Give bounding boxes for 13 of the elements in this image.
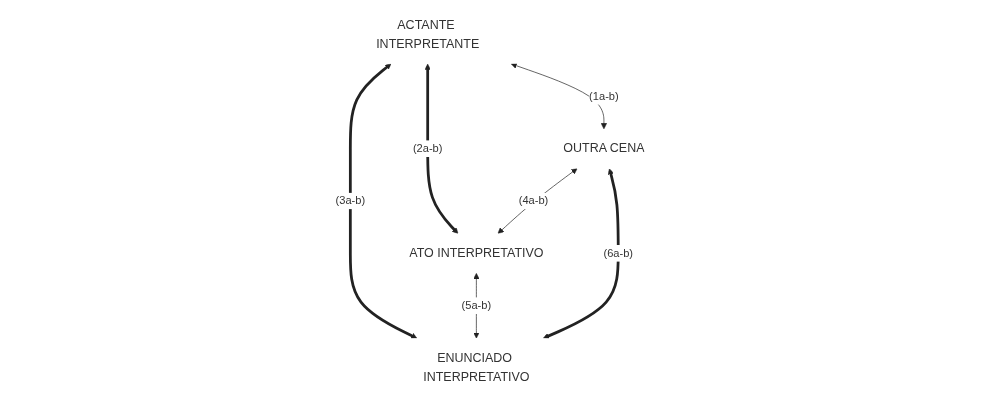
edge-label: (4a-b): [518, 194, 549, 207]
arrow: [543, 168, 620, 339]
edge-label: (1a-b): [589, 90, 619, 102]
arrow: [349, 63, 418, 339]
node-text: ATO INTERPRETATIVO: [409, 246, 544, 260]
node-text: OUTRA CENA: [563, 141, 645, 156]
edge-label: (5a-b): [461, 299, 492, 312]
edge-label: (2a-b): [412, 142, 443, 155]
node-text: ENUNCIADO INTERPRETATIVO: [423, 350, 530, 384]
edge-label: (3a-b): [335, 194, 366, 207]
node-text: ACTANTE INTERPRETANTE: [376, 18, 480, 51]
edge-label: (6a-b): [603, 247, 634, 259]
arrow: [424, 63, 459, 234]
